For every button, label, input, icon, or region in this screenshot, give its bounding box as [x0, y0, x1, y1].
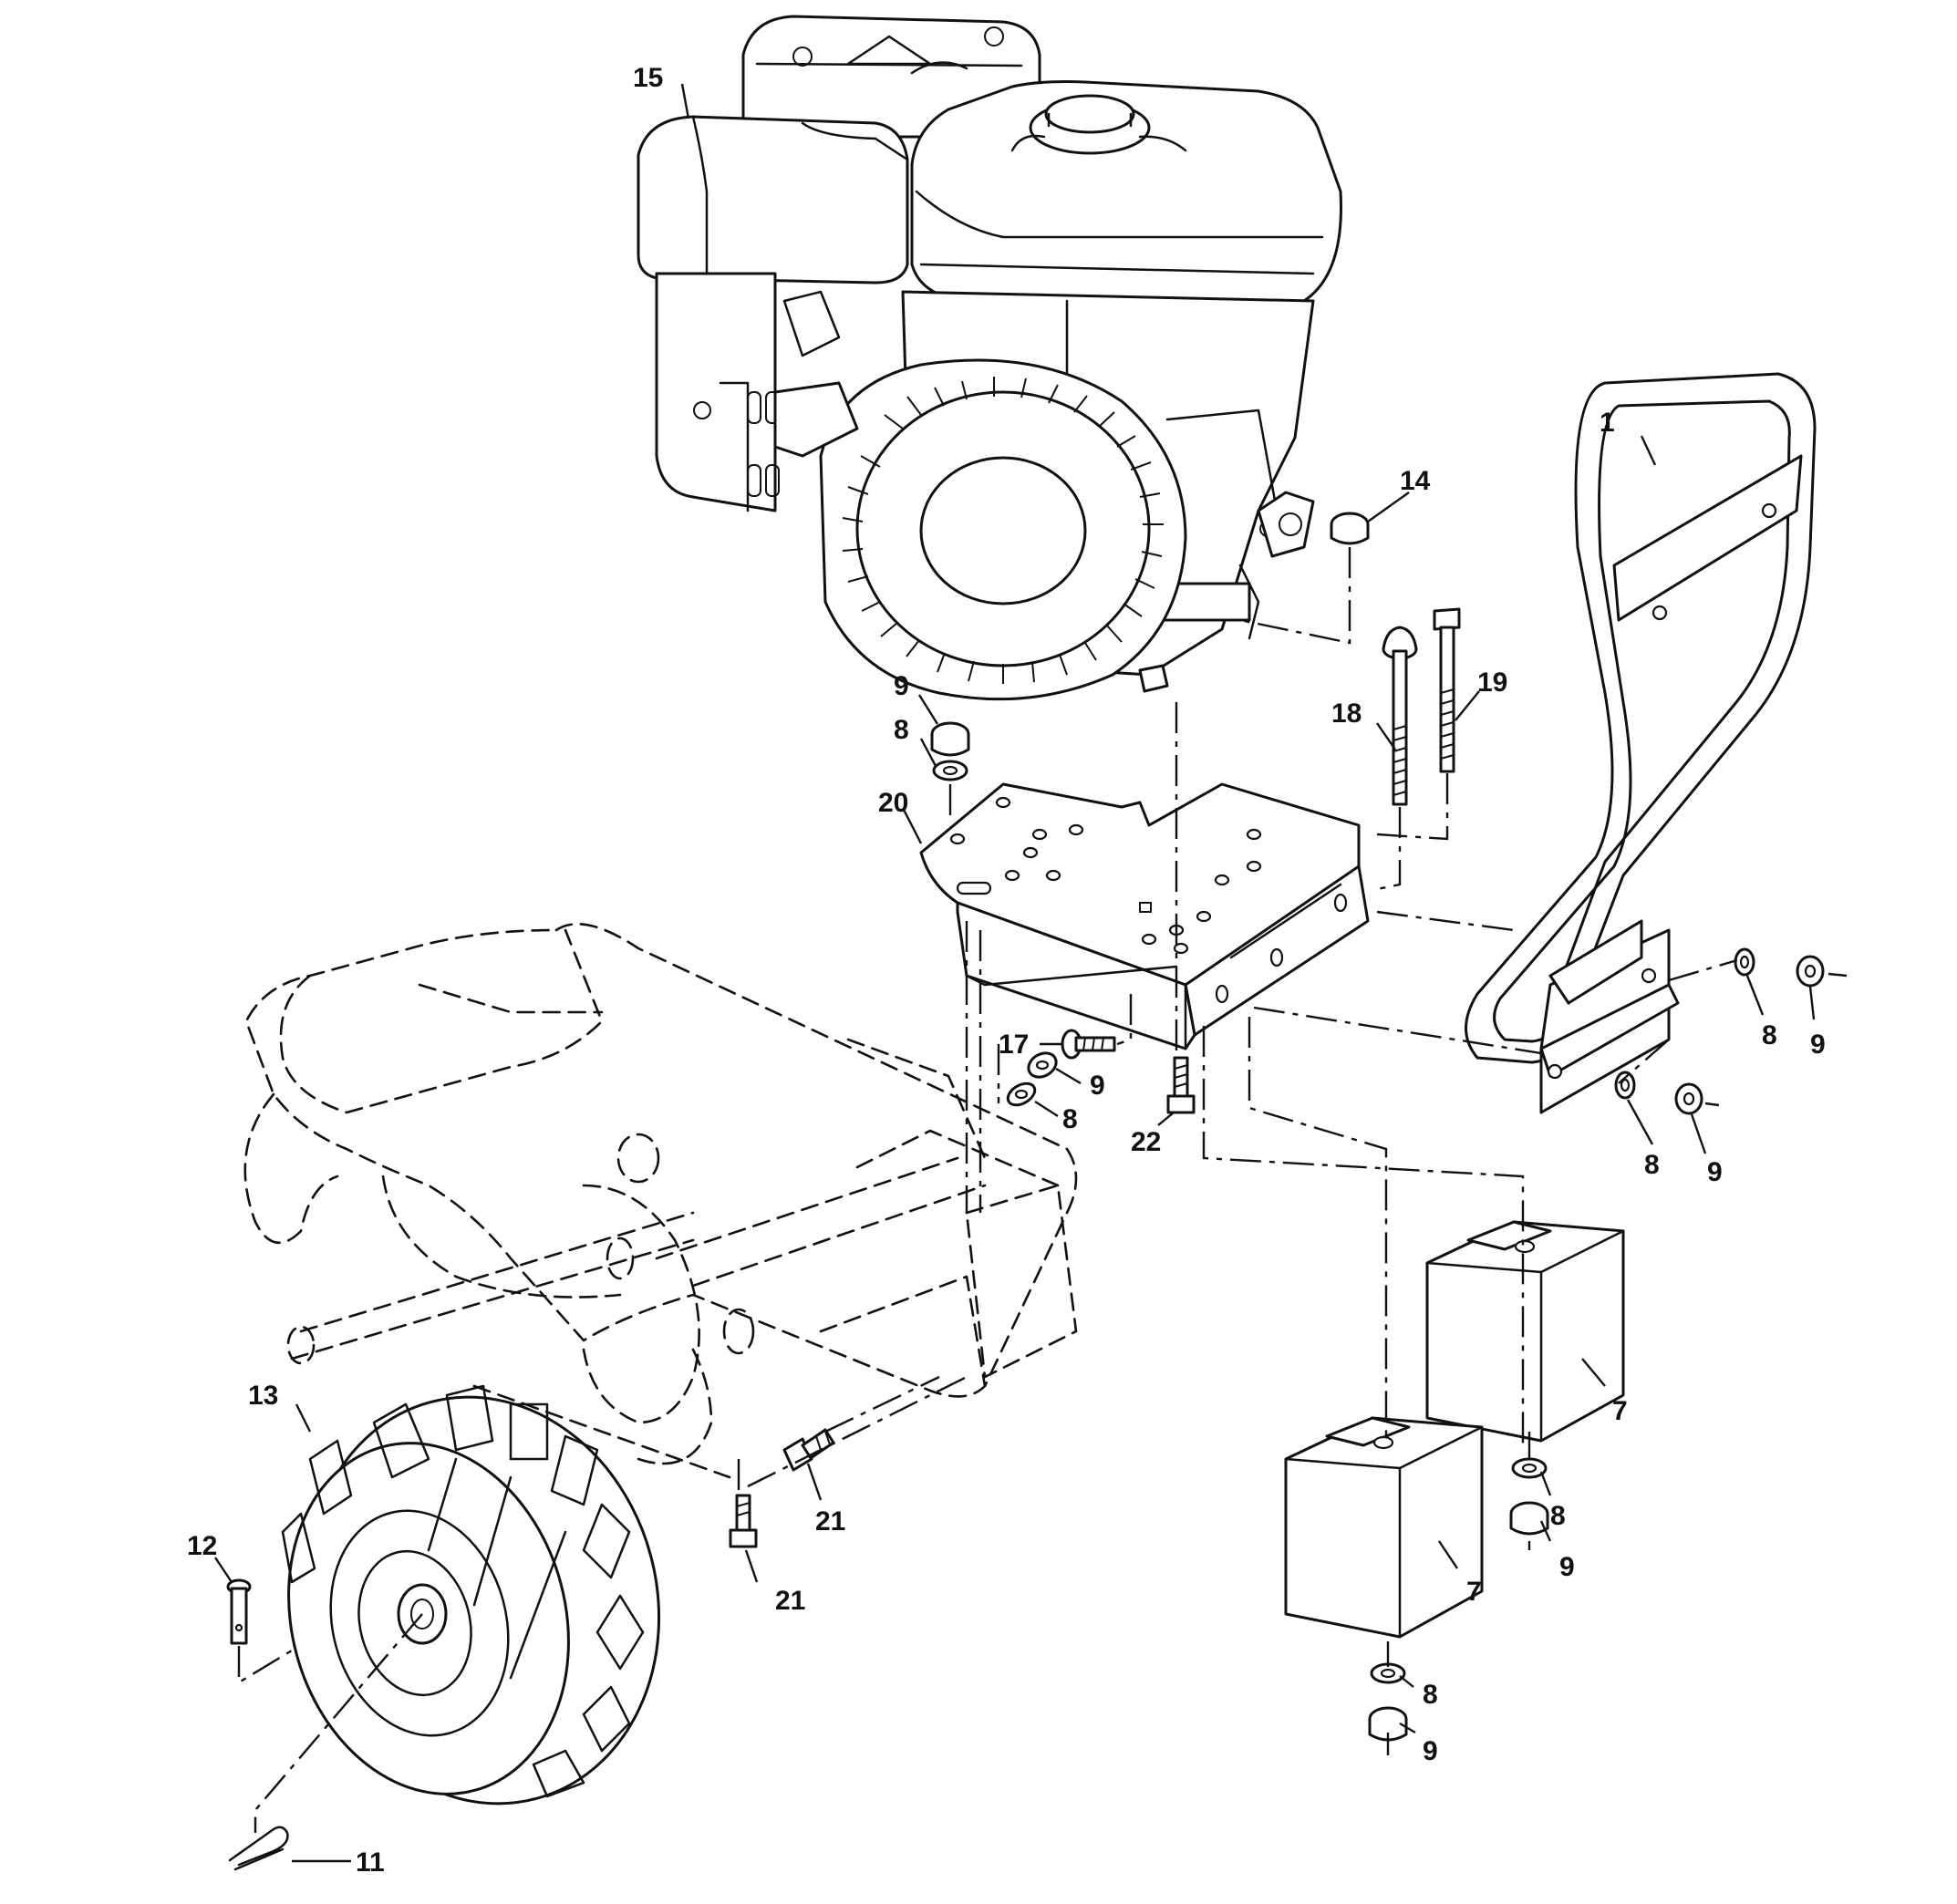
callout-21-lower: 21 — [775, 1586, 805, 1616]
callout-12: 12 — [187, 1531, 217, 1561]
nut-9-right-upper — [1796, 955, 1825, 988]
assembly-guide-lines — [237, 547, 1848, 1833]
callout-labels: 15 1 14 19 18 9 8 20 17 9 8 22 8 9 8 9 7… — [187, 63, 1826, 1878]
leader-lines — [214, 83, 1816, 1863]
callout-7-upper: 7 — [1612, 1396, 1628, 1426]
callout-8-weight-lower: 8 — [1423, 1680, 1438, 1710]
nut-9-weight-upper — [1509, 1501, 1549, 1536]
nut-14 — [1330, 512, 1370, 545]
callout-18: 18 — [1331, 698, 1362, 729]
bolt-21-upper — [782, 1428, 835, 1472]
engine-mount-plate — [919, 782, 1370, 1050]
nut-9-mid — [1027, 1051, 1058, 1079]
callout-14: 14 — [1400, 466, 1431, 496]
washer-8-weight-upper — [1511, 1457, 1548, 1479]
callout-9-mid: 9 — [1090, 1071, 1105, 1101]
washer-8-mid — [1006, 1081, 1037, 1107]
wheel-weight-upper — [1425, 1220, 1625, 1443]
callout-13: 13 — [248, 1381, 278, 1411]
hex-bolt-19 — [1433, 607, 1461, 773]
engine-side-slots — [747, 391, 780, 497]
nut-9-right-lower — [1674, 1082, 1703, 1115]
washer-8-top — [932, 760, 968, 781]
callout-21-upper: 21 — [815, 1506, 845, 1537]
bolt-17 — [1061, 1029, 1116, 1060]
nut-9-top — [930, 721, 970, 757]
callout-11: 11 — [356, 1847, 385, 1878]
callout-8-weight-upper: 8 — [1550, 1501, 1566, 1531]
mount-plate-holes — [949, 796, 1348, 1004]
callout-17: 17 — [999, 1030, 1029, 1060]
tire-treads — [281, 1384, 645, 1798]
wheel-tire — [281, 1384, 661, 1806]
washer-8-right-upper — [1734, 947, 1755, 977]
callout-9-top: 9 — [894, 671, 909, 701]
washer-8-weight-lower — [1370, 1662, 1406, 1684]
callout-15: 15 — [633, 63, 663, 93]
callout-22: 22 — [1131, 1127, 1161, 1157]
carriage-bolt-18 — [1382, 626, 1418, 806]
callout-7-lower: 7 — [1466, 1577, 1482, 1607]
clevis-pin-12 — [226, 1578, 252, 1645]
callout-8-right-lower: 8 — [1644, 1150, 1660, 1180]
callout-8-right-upper: 8 — [1762, 1020, 1777, 1050]
callout-8-top: 8 — [894, 715, 909, 745]
callout-9-weight-lower: 9 — [1423, 1736, 1438, 1766]
wheel-weight-lower — [1284, 1416, 1484, 1639]
callout-20: 20 — [878, 788, 908, 818]
engine — [637, 15, 1342, 701]
hairpin-clip-11 — [228, 1826, 289, 1871]
engine-top-vent-holes — [792, 26, 1004, 75]
bumper-frame — [1465, 372, 1817, 1114]
callout-8-mid: 8 — [1062, 1104, 1078, 1134]
starter-vent-ribs — [842, 377, 1164, 684]
recoil-starter — [819, 358, 1187, 701]
bolt-22 — [1166, 1056, 1196, 1114]
callout-9-right-lower: 9 — [1707, 1157, 1723, 1187]
washer-8-right-lower — [1614, 1071, 1636, 1100]
callout-19: 19 — [1477, 667, 1507, 698]
callout-1: 1 — [1600, 408, 1615, 438]
bolt-21-lower — [729, 1494, 758, 1548]
tiller-frame-outline — [243, 923, 1078, 1479]
callout-9-right-upper: 9 — [1810, 1030, 1826, 1060]
callout-9-weight-upper: 9 — [1559, 1552, 1575, 1582]
